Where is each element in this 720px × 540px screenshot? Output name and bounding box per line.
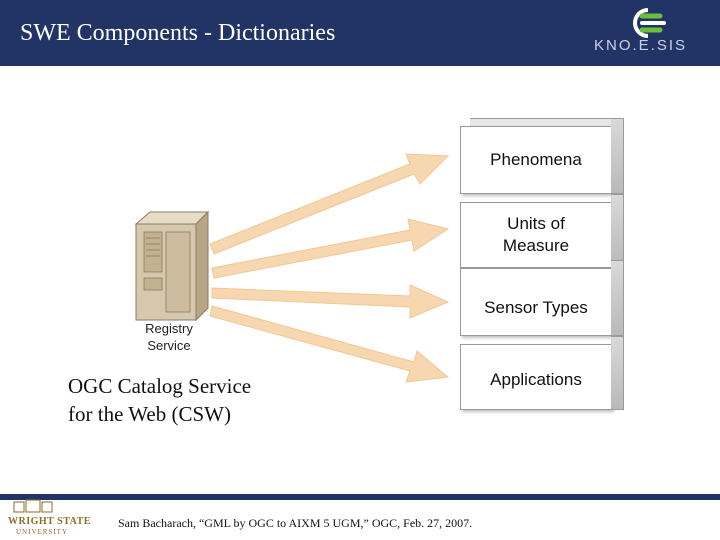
arrows-layer bbox=[209, 153, 450, 383]
dictionary-box-units: Units of Measure bbox=[460, 202, 612, 268]
server-icon bbox=[134, 210, 210, 322]
university-name: WRIGHT STATE bbox=[8, 516, 91, 527]
footer-rule bbox=[0, 494, 720, 500]
slide-title: SWE Components - Dictionaries bbox=[20, 20, 336, 46]
box-label: Applications bbox=[490, 370, 582, 389]
box-side-phenomena bbox=[611, 118, 624, 194]
csw-caption: OGC Catalog Service for the Web (CSW) bbox=[68, 372, 251, 428]
dictionary-box-phenomena: Phenomena bbox=[460, 126, 612, 194]
university-subtitle: UNIVERSITY bbox=[16, 528, 68, 536]
registry-service-label: Registry Service bbox=[118, 320, 220, 354]
knoesis-logo-icon bbox=[633, 8, 666, 38]
registry-label-line1: Registry bbox=[145, 321, 193, 336]
box-label: Phenomena bbox=[490, 150, 582, 169]
wright-state-logo-icon bbox=[13, 499, 53, 513]
csw-caption-line2: for the Web (CSW) bbox=[68, 402, 231, 426]
dictionary-box-sensor-types: Sensor Types bbox=[460, 268, 612, 336]
header-bar: SWE Components - Dictionaries KNO.E.SIS bbox=[0, 0, 720, 66]
csw-caption-line1: OGC Catalog Service bbox=[68, 374, 252, 398]
dictionary-box-applications: Applications bbox=[460, 344, 612, 410]
arrow-to-phenomena bbox=[209, 153, 450, 255]
box-side-sensor-types bbox=[611, 260, 624, 336]
registry-label-line2: Service bbox=[147, 338, 191, 353]
box-label: Sensor Types bbox=[484, 298, 588, 317]
arrow-to-sensor-types bbox=[211, 284, 450, 319]
logo-wordmark: KNO.E.SIS bbox=[594, 37, 688, 54]
box-side-applications bbox=[611, 336, 624, 410]
citation-text: Sam Bacharach, “GML by OGC to AIXM 5 UGM… bbox=[118, 516, 473, 530]
arrow-to-units bbox=[211, 218, 450, 279]
arrow-to-applications bbox=[209, 305, 450, 383]
box-label: Measure bbox=[502, 236, 570, 255]
box-side-units bbox=[611, 194, 624, 268]
box-label: Units of bbox=[507, 214, 565, 233]
dictionary-diagram: Registry Service OGC Catalog Service for… bbox=[0, 66, 720, 540]
box-top-phenomena bbox=[470, 118, 622, 129]
